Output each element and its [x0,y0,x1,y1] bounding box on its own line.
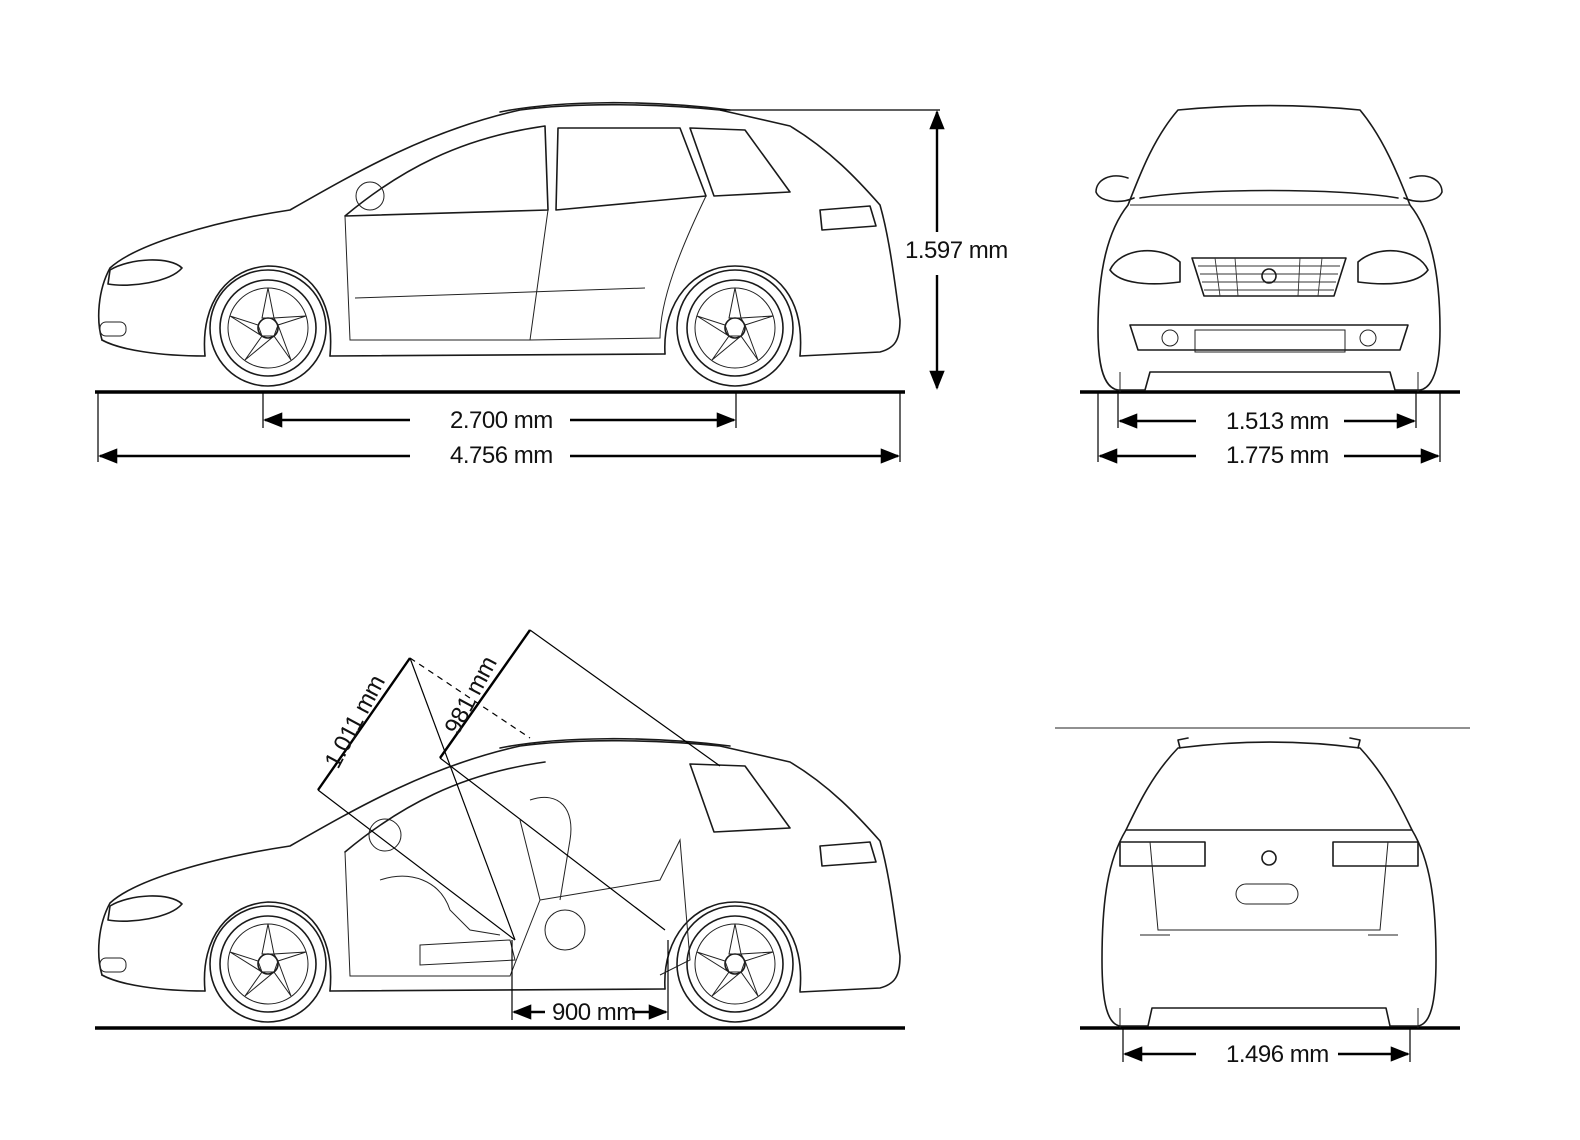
wheelbase-label: 2.700 mm [450,407,553,434]
side-view-interior: 1.011 mm 981 mm 900 mm [95,629,905,1030]
rear-badge-icon [1261,850,1277,866]
rear-headroom-label: 981 mm [439,652,502,739]
front-track-label: 1.513 mm [1226,408,1329,435]
side-view-top: 1.597 mm 2.700 mm 4.756 mm [95,101,1008,469]
front-view: 1.513 mm 1.775 mm [1080,104,1460,469]
length-label: 4.756 mm [450,442,553,469]
brand-badge-icon [1261,268,1277,284]
height-label: 1.597 mm [905,237,1008,264]
door-opening-label: 900 mm [552,999,636,1026]
rear-view: 1.496 mm [1055,727,1470,1068]
rear-track-label: 1.496 mm [1226,1041,1329,1068]
width-label: 1.775 mm [1226,442,1329,469]
front-headroom-label: 1.011 mm [319,671,390,773]
